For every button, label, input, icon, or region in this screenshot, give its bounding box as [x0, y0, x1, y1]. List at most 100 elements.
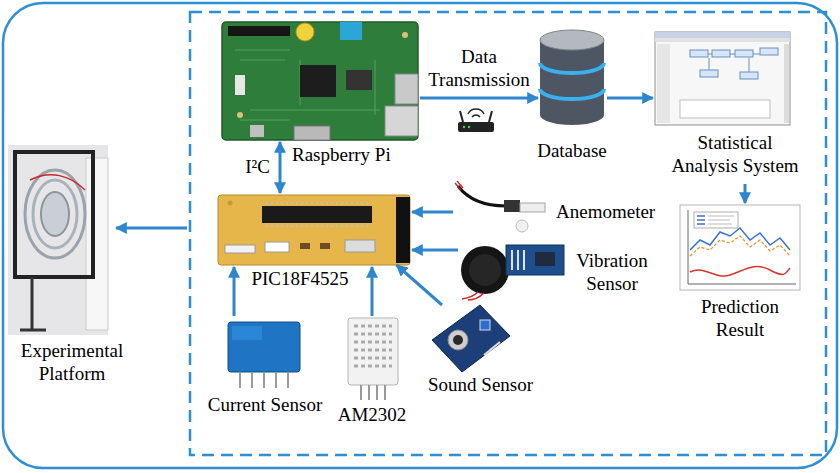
raspberry-pi-board-part: [395, 74, 418, 104]
software-screenshot-part: [655, 32, 790, 38]
raspberry-pi-board-part: [300, 65, 336, 97]
raspberry-pi-board-part: [235, 50, 380, 120]
software-screenshot-part: [655, 32, 790, 125]
raspberry-pi-board: [222, 22, 418, 140]
current-sensor-image: [228, 322, 300, 388]
experimental-platform-photo-part: [86, 158, 108, 330]
experimental-platform-photo: [8, 145, 108, 335]
vibration-sensor-image-part: [469, 254, 501, 286]
am2302-sensor-image-part: [354, 326, 392, 366]
platform-arrow: [116, 227, 187, 230]
pic-board-part: [218, 195, 410, 265]
raspberry-pi-board-part: [402, 32, 408, 38]
pic-board-part: [225, 245, 255, 253]
current-sensor-image-part: [240, 372, 288, 388]
raspberry-pi-board-part: [294, 126, 330, 140]
sound-sensor-image-part: [453, 335, 463, 345]
arrow-connector: [279, 142, 282, 193]
arrow-connector: [371, 267, 374, 316]
arrow-connector: [233, 267, 236, 316]
sound-sensor-image-part: [432, 305, 510, 372]
anemometer-image-part: [504, 200, 520, 212]
router-icon-part: [460, 111, 463, 122]
vibration-sensor: Vibration Sensor: [460, 238, 565, 300]
anemometer-image-part: [458, 186, 506, 206]
outer-frame: [3, 3, 837, 468]
arrow-connector: [412, 249, 458, 252]
pic-board-part: [320, 243, 330, 249]
arrow-connector: [420, 97, 538, 100]
node-label: Database: [522, 140, 622, 163]
raspberry-pi-board-part: [346, 70, 372, 90]
software-screenshot-part: [740, 72, 758, 79]
prediction-chart-part: [708, 216, 734, 224]
current-sensor: Current Sensor: [225, 318, 305, 388]
arrow-connector: [744, 184, 747, 203]
pic-board-part: [265, 242, 289, 252]
prediction-chart-part: [690, 228, 790, 250]
current-sensor-image-part: [228, 322, 300, 372]
am2302-sensor-image: [348, 318, 398, 400]
experimental-platform-photo-part: [20, 329, 46, 332]
raspberry-pi-board-part: [222, 22, 418, 140]
experimental-platform-photo-part: [25, 170, 85, 258]
anemometer-sensor: Anemometer: [455, 180, 545, 235]
am2302-sensor-image-part: [348, 318, 398, 385]
arrow-connector: [397, 265, 442, 305]
software-screenshot-part: [680, 100, 770, 118]
prediction-chart-part: [690, 267, 790, 276]
software-screenshot: [655, 32, 790, 125]
arrow-connector: [412, 211, 453, 214]
vibration-sensor-image-part: [462, 292, 484, 300]
database-cylinder-part: [540, 63, 604, 73]
anemometer-image: [455, 181, 545, 232]
vibration-sensor-image-part: [512, 250, 524, 270]
database-cylinder-part: [540, 30, 604, 50]
node-label: Sound Sensor: [428, 374, 553, 397]
node-label: Prediction Result: [685, 296, 795, 342]
current-sensor-image-part: [232, 326, 262, 340]
sound-sensor-image-part: [480, 320, 490, 330]
software-screenshot-part: [760, 48, 778, 55]
router-icon-part: [468, 126, 470, 128]
prediction-chart-part: [694, 212, 738, 228]
router-icon-part: [463, 126, 465, 128]
software-screenshot-part: [700, 70, 718, 77]
database-cylinder: [540, 30, 604, 125]
node-label: Statistical Analysis System: [665, 132, 805, 178]
router-icon: [458, 109, 494, 132]
prediction-chart-part: [690, 236, 790, 256]
raspberry-pi: Raspberry Pi: [222, 22, 418, 140]
pic-board-part: [396, 197, 410, 263]
raspberry-pi-board-part: [237, 112, 243, 118]
router-icon-part: [458, 122, 494, 132]
software-screenshot-part: [712, 50, 730, 57]
experimental-platform-photo-part: [30, 175, 85, 190]
vibration-sensor-image-part: [461, 246, 509, 294]
node-label: Experimental Platform: [12, 340, 132, 386]
pic-board-part: [345, 240, 375, 252]
microcontroller-board: PIC18F4525: [218, 195, 410, 265]
sound-sensor-image-part: [448, 330, 468, 350]
raspberry-pi-board-part: [296, 23, 314, 41]
vibration-sensor-image-part: [506, 245, 564, 275]
experimental-platform-photo-part: [33, 180, 77, 248]
edge-label: Data Transmission: [423, 46, 535, 92]
node-label: Raspberry Pi: [292, 144, 402, 167]
anemometer-image-part: [455, 181, 463, 190]
raspberry-pi-board-part: [250, 125, 264, 137]
prediction-chart-part: [697, 216, 705, 224]
pic-board-part: [300, 243, 310, 249]
software-screenshot-part: [657, 44, 670, 123]
pic-board-part: [266, 203, 368, 226]
node-label: Vibration Sensor: [572, 250, 652, 296]
node-label: AM2302: [332, 404, 412, 427]
node-label: Anemometer: [556, 201, 661, 224]
raspberry-pi-board-part: [385, 106, 418, 136]
pic-board-part: [262, 206, 372, 223]
database-cylinder-part: [540, 89, 604, 99]
